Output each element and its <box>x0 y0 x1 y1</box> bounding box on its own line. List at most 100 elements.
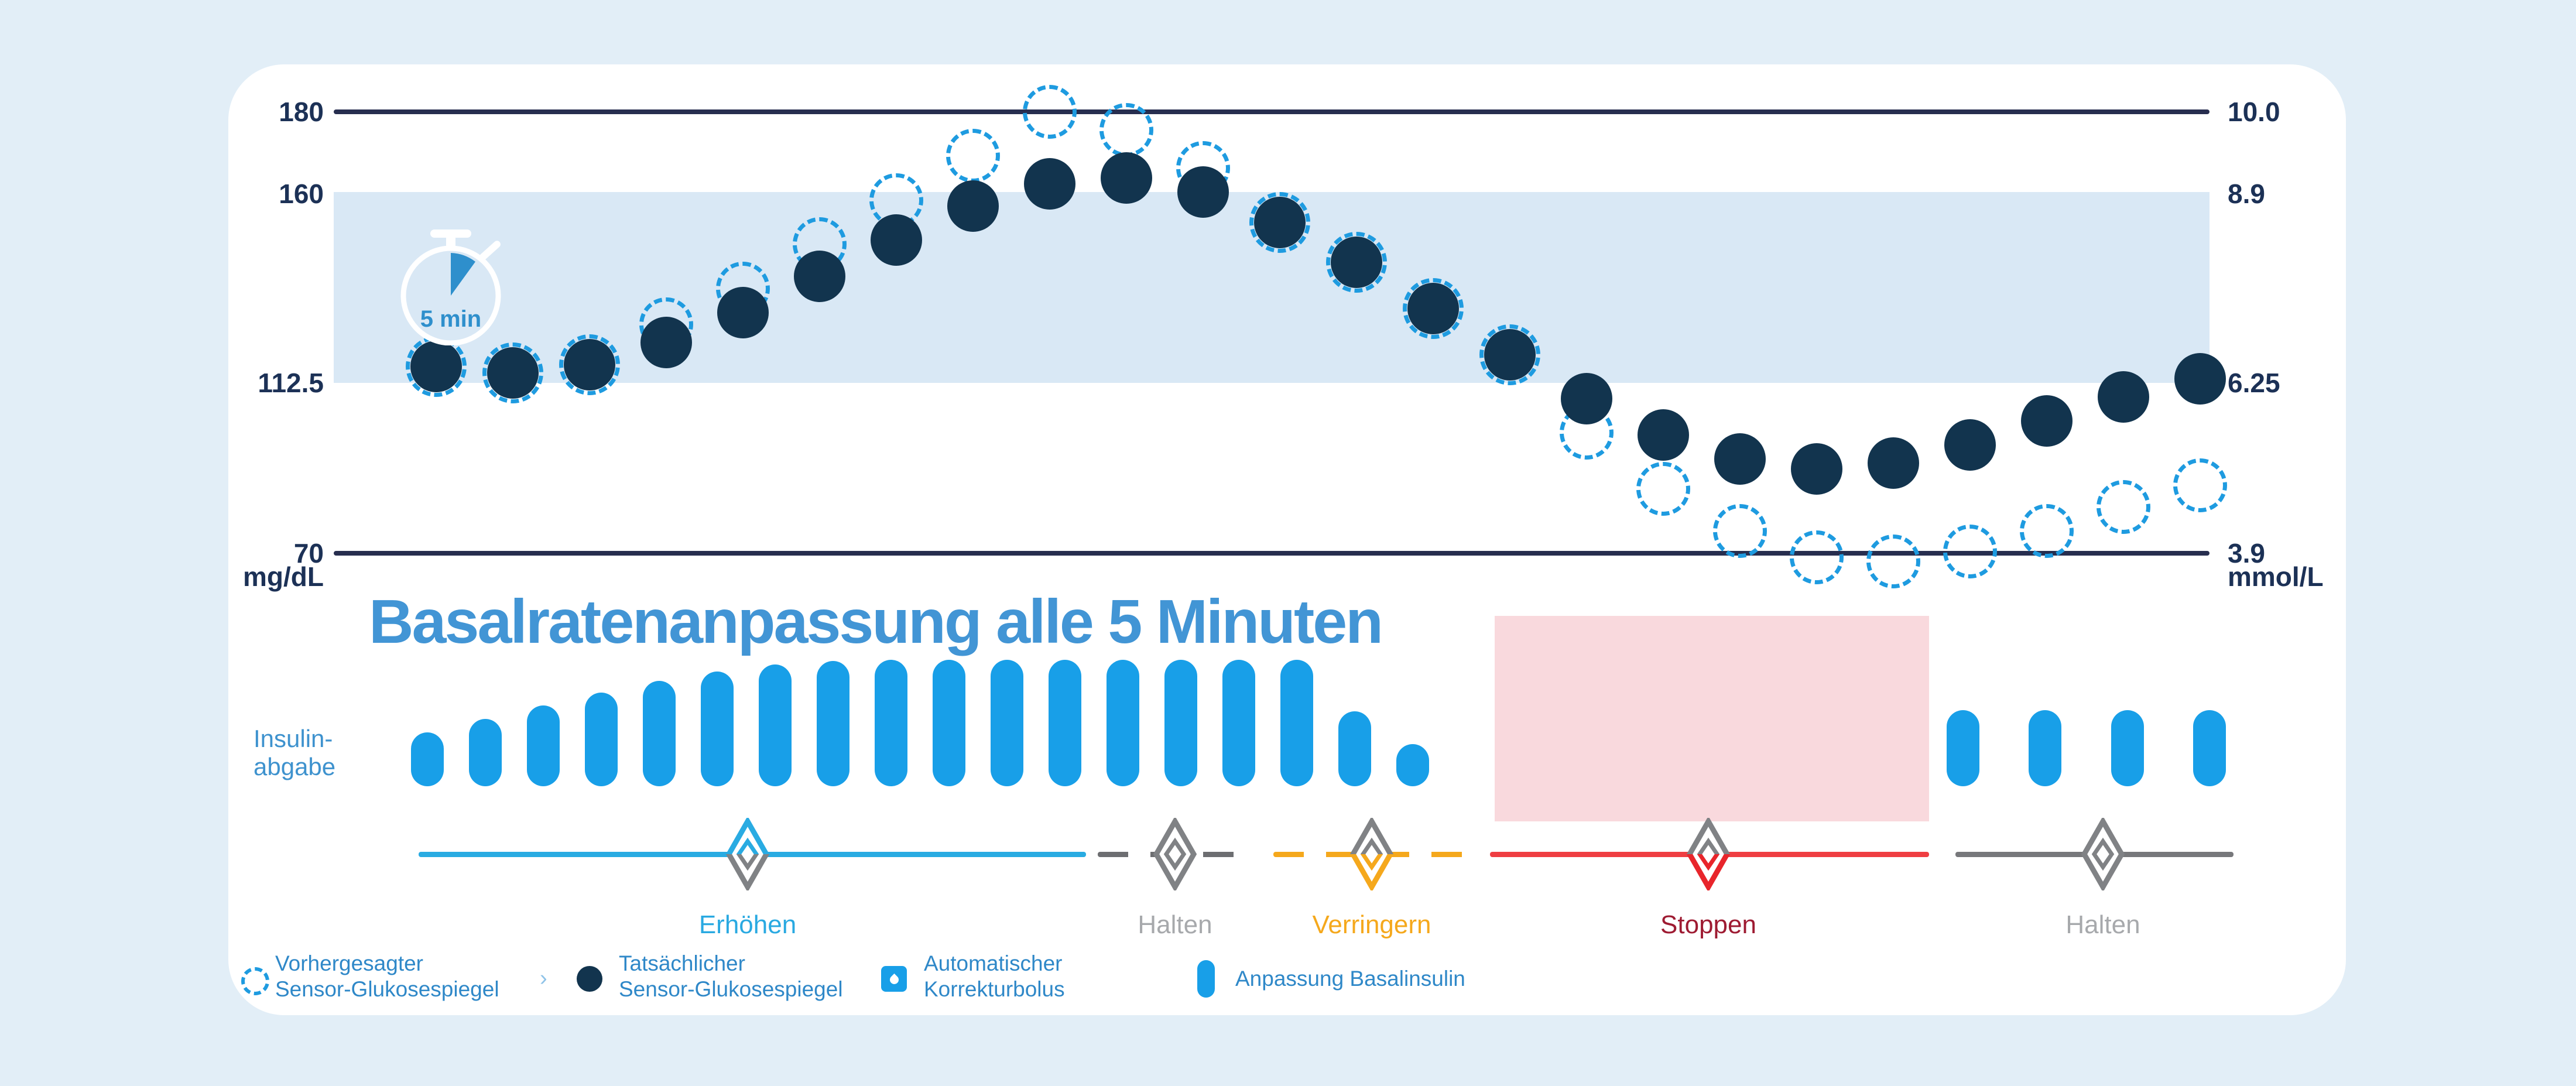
threshold-line-70 <box>334 551 2210 556</box>
basal-pill-icon <box>1197 960 1215 998</box>
legend-basal-line1: Anpassung Basalinsulin <box>1235 967 1465 991</box>
phase-diamond-halten <box>1153 816 1197 893</box>
basal-bar <box>2193 710 2226 786</box>
basal-bar <box>817 661 849 786</box>
legend-item-basal: Anpassung Basalinsulin <box>1235 966 1465 992</box>
phase-diamond-verringern <box>1349 816 1394 893</box>
y-tick-3-9: 3.9 <box>2228 538 2265 568</box>
y-tick-70: 70 <box>293 538 324 568</box>
phase-label-stoppen: Stoppen <box>1660 910 1756 939</box>
basal-bar <box>991 660 1023 786</box>
predicted-glucose-dot <box>1790 530 1844 584</box>
actual-glucose-dot <box>1868 437 1919 489</box>
predicted-glucose-ring <box>1326 232 1387 293</box>
legend-item-actual: Tatsächlicher Sensor-Glukosespiegel <box>619 951 843 1002</box>
y-unit-mmol: mmol/L <box>2228 561 2324 592</box>
actual-glucose-dot <box>1254 196 1306 248</box>
basal-bar <box>1164 660 1197 786</box>
y-tick-160: 160 <box>279 179 324 209</box>
threshold-line-180 <box>334 109 2210 114</box>
basal-bar <box>411 732 444 786</box>
five-minute-timer-icon: 5 min <box>400 229 501 345</box>
dashed-circle-icon <box>241 967 269 995</box>
predicted-glucose-dot <box>2097 480 2150 535</box>
y-tick-180: 180 <box>279 97 324 127</box>
phase-diamond-erhöhen <box>725 816 770 893</box>
actual-glucose-dot <box>2098 371 2149 423</box>
phase-diamond-halten <box>2081 816 2125 893</box>
actual-glucose-dot <box>1638 409 1689 461</box>
predicted-glucose-ring <box>1479 324 1540 385</box>
basal-bar <box>759 664 792 786</box>
predicted-glucose-dot <box>1023 85 1077 139</box>
basal-bar <box>643 681 676 786</box>
actual-glucose-dot <box>2174 352 2226 405</box>
insulin-label-line1: Insulin- <box>254 725 333 752</box>
actual-glucose-dot <box>487 347 539 399</box>
actual-glucose-dot <box>410 341 462 393</box>
basal-bar <box>875 660 907 786</box>
bolus-droplet-icon <box>881 966 907 992</box>
basal-bar <box>1049 660 1081 786</box>
basal-bar <box>1222 660 1255 786</box>
phase-label-halten: Halten <box>2065 910 2140 939</box>
y-tick-10-0: 10.0 <box>2228 97 2280 127</box>
phase-label-halten: Halten <box>1138 910 1212 939</box>
phase-label-verringern: Verringern <box>1312 910 1431 939</box>
predicted-glucose-dot <box>1636 462 1690 516</box>
actual-glucose-dot <box>640 317 692 369</box>
actual-glucose-dot <box>1944 419 1996 471</box>
legend-actual-line2: Sensor-Glukosespiegel <box>619 977 843 1001</box>
droplet-glyph <box>888 973 900 986</box>
basal-bar <box>1107 660 1139 786</box>
actual-glucose-dot <box>564 338 615 390</box>
predicted-glucose-dot <box>1943 524 1997 578</box>
basal-bar <box>701 672 734 786</box>
predicted-glucose-ring <box>559 334 620 395</box>
basal-bar <box>585 693 618 786</box>
insulin-label-line2: abgabe <box>254 753 336 780</box>
basal-bar <box>1280 660 1313 786</box>
insulin-delivery-axis-label: Insulin- abgabe <box>254 725 335 781</box>
phase-label-erhöhen: Erhöhen <box>698 910 797 939</box>
predicted-glucose-dot <box>1099 102 1153 157</box>
predicted-glucose-dot <box>1866 534 1920 588</box>
legend-predicted-line2: Sensor-Glukosespiegel <box>275 977 499 1001</box>
predicted-glucose-dot <box>2173 458 2227 512</box>
actual-glucose-dot <box>1331 237 1382 289</box>
predicted-glucose-ring <box>482 342 543 403</box>
predicted-glucose-dot <box>946 129 1000 183</box>
actual-glucose-dot <box>1561 373 1612 425</box>
actual-glucose-dot <box>2021 395 2073 447</box>
insulin-suspend-zone <box>1495 616 1929 821</box>
actual-glucose-dot <box>1024 158 1075 210</box>
y-tick-112-5: 112.5 <box>258 368 324 398</box>
legend-item-predicted: Vorhergesagter Sensor-Glukosespiegel <box>275 951 499 1002</box>
legend-item-bolus: Automatischer Korrekturbolus <box>924 951 1065 1002</box>
basal-bar <box>933 660 965 786</box>
page-title: Basalratenanpassung alle 5 Minuten <box>369 587 1383 656</box>
actual-glucose-dot <box>947 180 999 232</box>
actual-glucose-dot <box>1101 152 1152 204</box>
actual-glucose-dot <box>871 214 922 266</box>
timer-label: 5 min <box>420 306 481 332</box>
legend-bolus-line2: Korrekturbolus <box>924 977 1065 1001</box>
predicted-glucose-ring <box>1403 278 1464 339</box>
legend-divider: › <box>540 966 547 991</box>
legend-actual-line1: Tatsächlicher <box>619 951 745 975</box>
basal-bar <box>469 719 502 786</box>
legend-predicted-line1: Vorhergesagter <box>275 951 424 975</box>
basal-bar <box>527 705 560 786</box>
actual-glucose-dot <box>1791 443 1842 495</box>
y-unit-mgdl: mg/dL <box>243 561 324 592</box>
predicted-glucose-dot <box>2020 504 2074 559</box>
phase-diamond-stoppen <box>1686 816 1731 893</box>
actual-glucose-dot <box>1484 328 1536 381</box>
basal-bar <box>1947 710 1979 786</box>
predicted-glucose-dot <box>1713 504 1767 559</box>
basal-bar <box>1338 711 1371 786</box>
actual-glucose-dot <box>1407 282 1459 334</box>
basal-bar <box>2029 710 2061 786</box>
